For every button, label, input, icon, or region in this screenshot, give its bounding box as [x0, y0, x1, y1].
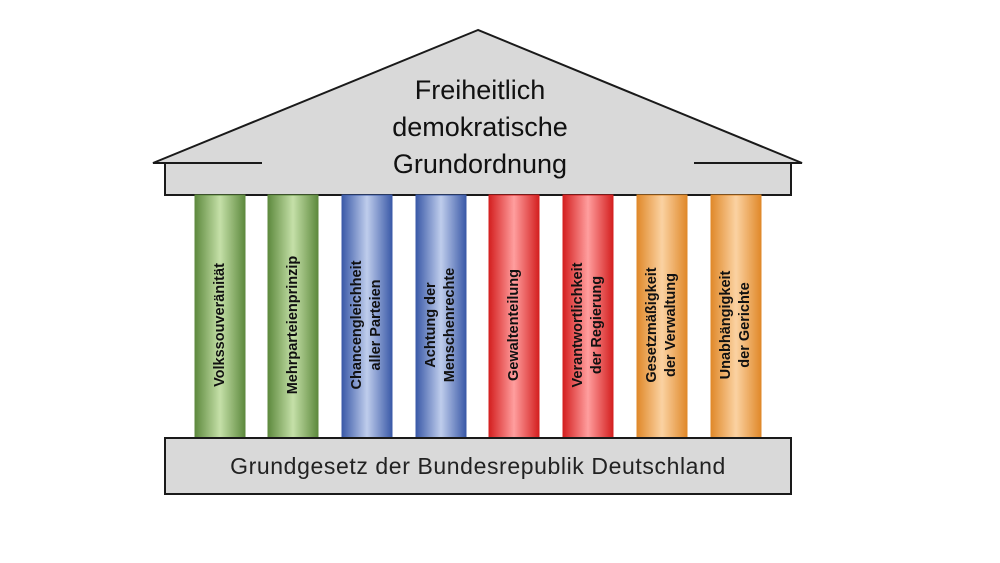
- pillar-label-line: Verantwortlichkeit: [570, 262, 586, 387]
- pillar-6: [562, 194, 614, 439]
- eaves-gap: [262, 161, 694, 166]
- pillar-label-line: Chancengleichheit: [349, 260, 365, 389]
- pillar-label-line: Gewaltenteilung: [505, 268, 522, 381]
- pillar-5: [488, 194, 540, 439]
- pillar-label-line: der Verwaltung: [663, 272, 679, 377]
- pillar-label-line: der Regierung: [589, 275, 605, 374]
- pillar-label-line: aller Parteien: [368, 278, 384, 371]
- pillar-label-line: Unabhängigkeit: [718, 270, 734, 379]
- pillar-8: [710, 194, 762, 439]
- pillar-label-1: Volkssouveränität: [195, 170, 245, 480]
- pillar-3: [341, 194, 393, 439]
- pillar-4: [415, 194, 467, 439]
- entablature: [164, 162, 792, 196]
- pillar-label-line: Volkssouveränität: [211, 262, 228, 387]
- roof-line-2: demokratische: [392, 112, 568, 142]
- pillar-label-line: Gesetzmäßigkeit: [644, 266, 660, 383]
- roof-line-3: Grundordnung: [392, 149, 568, 179]
- pillar-1: [194, 194, 246, 439]
- pillar-group: [194, 194, 762, 439]
- roof-title: Freiheitlich demokratische Grundordnung: [330, 72, 630, 183]
- pillar-2: [267, 194, 319, 439]
- roof-line-1: Freiheitlich: [414, 75, 546, 105]
- foundation: [164, 437, 792, 495]
- pillar-7: [636, 194, 688, 439]
- pillar-label-line: Menschenrechte: [442, 267, 458, 382]
- pillar-label-5: Gewaltenteilung: [489, 170, 539, 480]
- pillar-label-line: der Gerichte: [737, 281, 753, 368]
- foundation-label: Grundgesetz der Bundesrepublik Deutschla…: [230, 452, 726, 479]
- pillar-label-line: Mehrparteienprinzip: [284, 255, 301, 394]
- pillar-label-line: Achtung der: [423, 281, 439, 368]
- pillar-label-2: Mehrparteienprinzip: [268, 170, 318, 480]
